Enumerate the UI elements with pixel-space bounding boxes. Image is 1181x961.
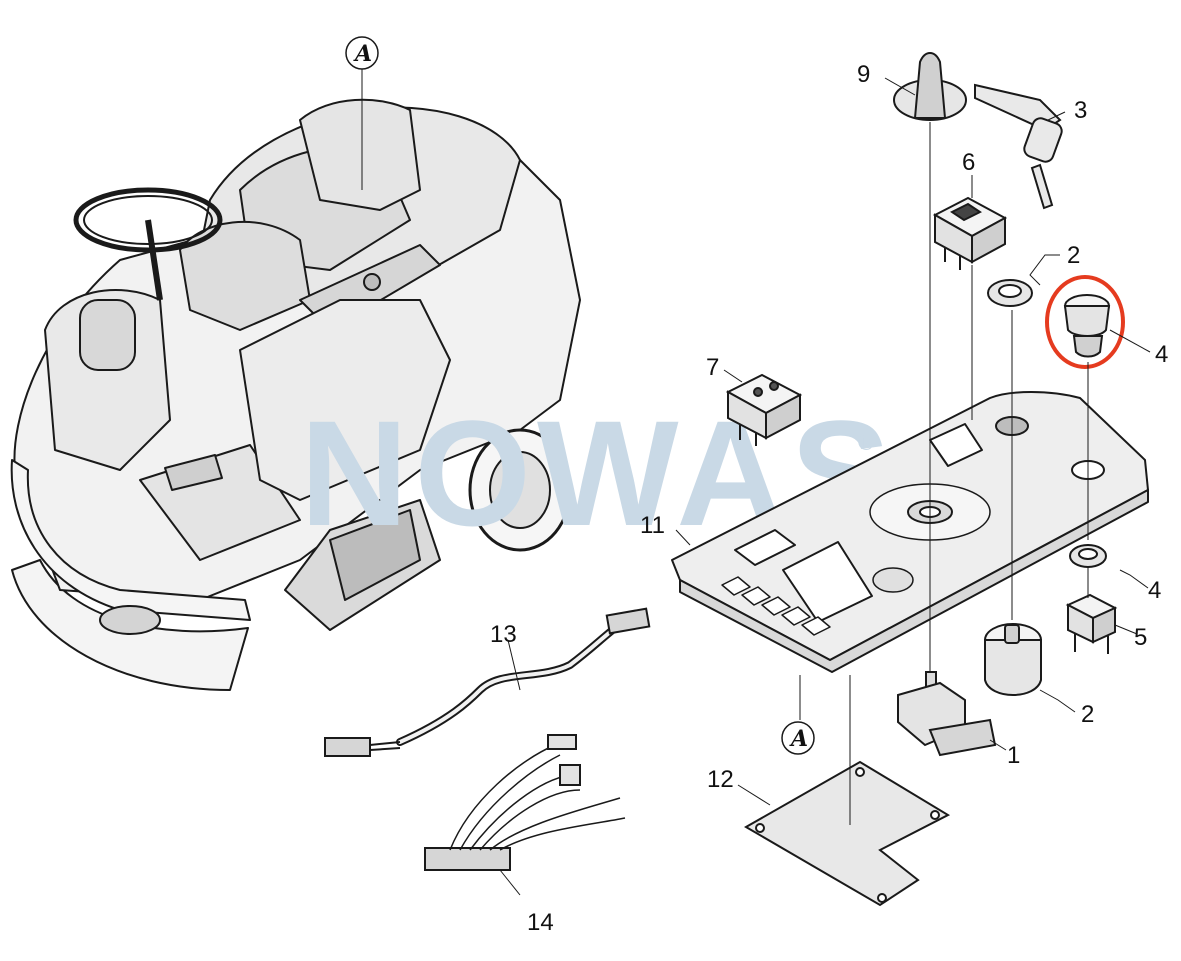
- callout-12: 12: [707, 766, 734, 793]
- part-2-key-switch-body: [984, 623, 1042, 696]
- svg-text:A: A: [789, 726, 808, 752]
- svg-text:®: ®: [858, 430, 874, 455]
- svg-text:A: A: [353, 41, 372, 67]
- part-13-cable-harness: [324, 607, 651, 757]
- callout-2-lower: 2: [1081, 701, 1094, 728]
- part-12-circuit-board: [743, 760, 951, 907]
- callout-3: 3: [1074, 97, 1087, 124]
- callout-13: 13: [490, 621, 517, 648]
- callout-11: 11: [640, 512, 665, 539]
- part-5-contact-block: [1065, 593, 1118, 654]
- callout-9: 9: [857, 61, 870, 88]
- callout-7: 7: [706, 354, 719, 381]
- part-9-selector-knob: [893, 52, 967, 121]
- part-2-nut: [987, 279, 1033, 307]
- part-1-selector-base: [897, 671, 997, 757]
- callout-5: 5: [1134, 624, 1147, 651]
- part-7-rocker-switch: [725, 373, 803, 446]
- part-4-nut: [1069, 544, 1107, 568]
- callout-2-upper: 2: [1067, 242, 1080, 269]
- machine-illustration: [10, 98, 581, 691]
- view-a-marker-top: A: [345, 36, 379, 190]
- callout-6: 6: [962, 149, 975, 176]
- view-a-marker-bottom: A: [781, 721, 815, 755]
- assembly-lines: [499, 77, 1151, 896]
- part-3-key: [974, 83, 1063, 210]
- callout-4-lower: 4: [1148, 577, 1161, 604]
- part-14-wiring-harness: [424, 734, 626, 871]
- control-panel-plate: [671, 391, 1149, 673]
- callout-1: 1: [1007, 742, 1020, 769]
- callout-14: 14: [527, 909, 554, 936]
- part-4-push-button: [1063, 294, 1111, 358]
- part-6-rocker-switch: [932, 196, 1008, 270]
- callout-labels: 9 3 6 2 4 7 11 4 5 13 2 1 12 14: [490, 61, 1168, 936]
- callout-4-upper: 4: [1155, 341, 1168, 368]
- highlight-circle: [1045, 275, 1125, 369]
